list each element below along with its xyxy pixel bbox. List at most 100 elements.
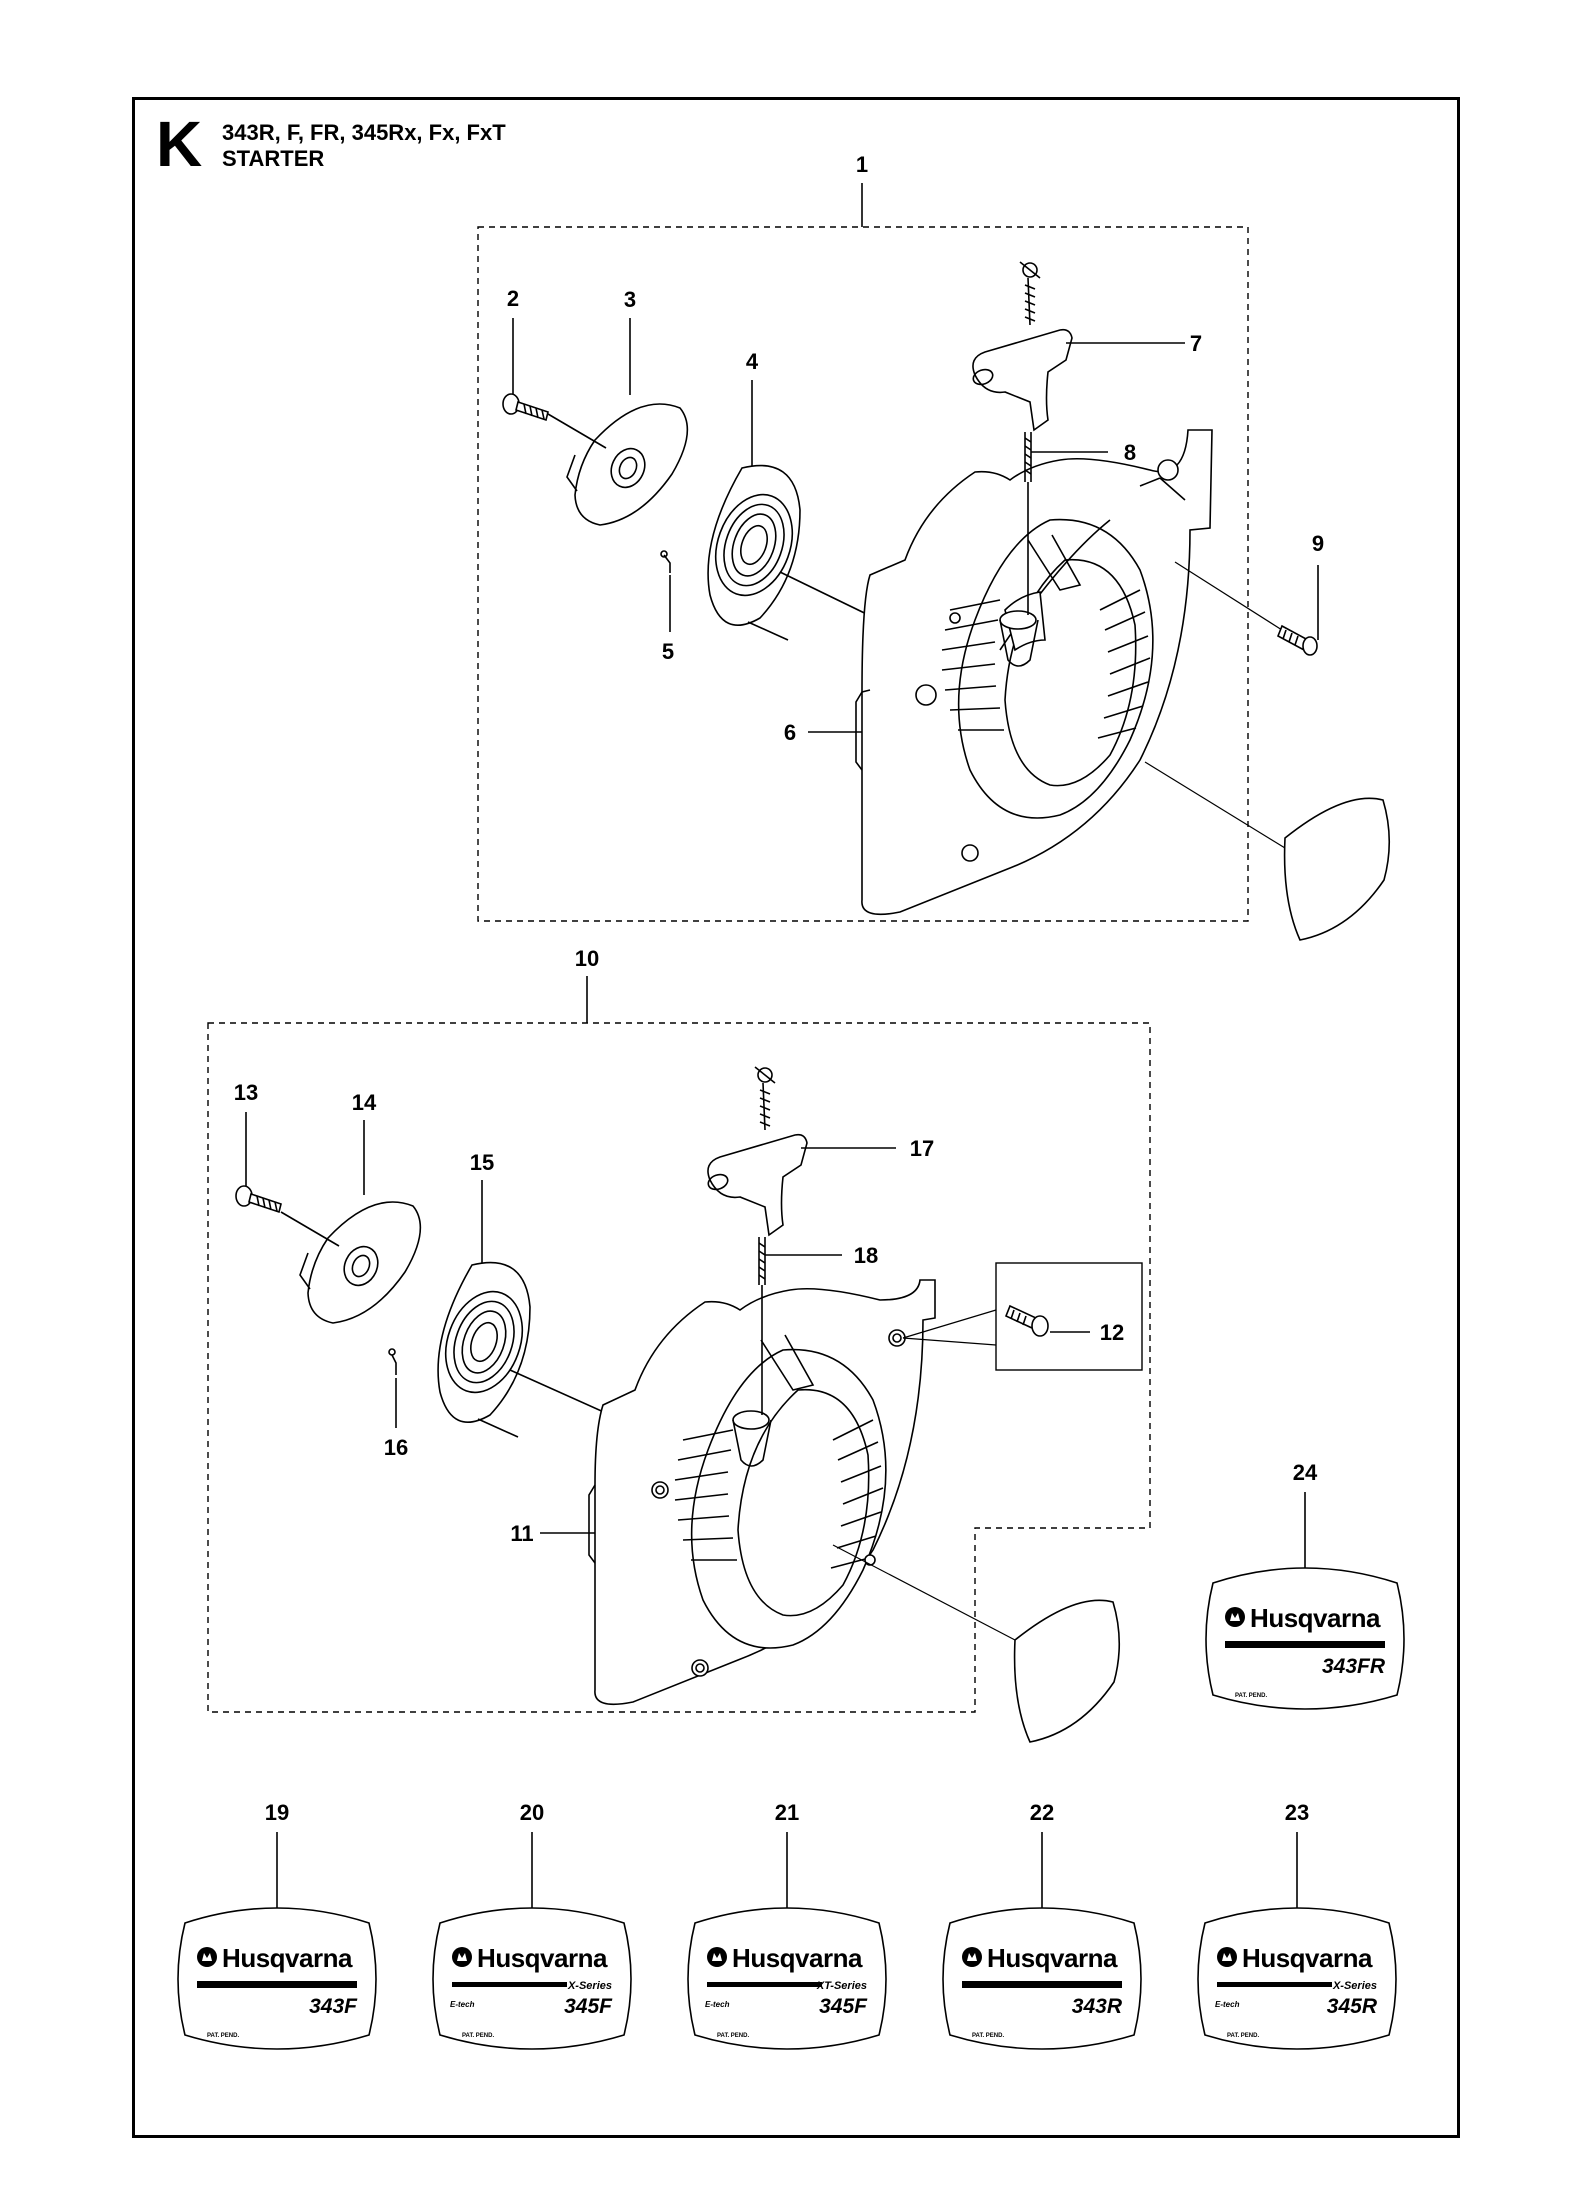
callout-18: 18 xyxy=(854,1243,878,1268)
group-10-boundary xyxy=(207,1022,1151,1713)
decal-brand: Husqvarna xyxy=(477,1943,608,1973)
decal-brand: Husqvarna xyxy=(1242,1943,1373,1973)
callout-11: 11 xyxy=(510,1521,533,1546)
screw-part-13 xyxy=(235,1112,282,1214)
decal-model: 343FR xyxy=(1322,1655,1386,1678)
callout-22: 22 xyxy=(1030,1800,1054,1825)
decal-brand: Husqvarna xyxy=(222,1943,353,1973)
decal-stripe xyxy=(452,1982,567,1987)
decal-stripe xyxy=(707,1982,822,1987)
pin-part-16 xyxy=(388,1348,397,1428)
decal-stripe xyxy=(1217,1982,1332,1987)
decal-model: 345R xyxy=(1327,1995,1378,2018)
decal-stripe xyxy=(1225,1641,1385,1648)
starter-housing-part-6 xyxy=(855,429,1213,916)
decal-brand: Husqvarna xyxy=(1250,1603,1381,1633)
decal-blank-lower xyxy=(1013,1599,1121,1743)
assembly-group-1: 1 2 3 xyxy=(477,152,1391,941)
crown-glyph xyxy=(967,1953,977,1961)
callout-7: 7 xyxy=(1190,331,1202,356)
spring-part-15 xyxy=(437,1180,656,1438)
husqvarna-crown-icon xyxy=(1225,1607,1245,1627)
decal-series: XT-Series xyxy=(816,1980,867,1992)
decal-patent: PAT. PEND. xyxy=(462,2033,494,2039)
pulley-part-14 xyxy=(280,1120,422,1324)
decal-model: 343R xyxy=(1072,1995,1123,2018)
crown-glyph xyxy=(1230,1613,1240,1621)
decal-brand: Husqvarna xyxy=(732,1943,863,1973)
decal-outline xyxy=(1205,1567,1405,1710)
decal-etech: E-tech xyxy=(450,2000,475,2009)
decal-outline xyxy=(942,1907,1142,2050)
rope-part-18 xyxy=(758,1237,842,1415)
husqvarna-crown-icon xyxy=(1217,1947,1237,1967)
decal-etech: E-tech xyxy=(1215,2000,1240,2009)
decal-series: X-Series xyxy=(1332,1980,1377,1992)
husqvarna-crown-icon xyxy=(962,1947,982,1967)
callout-1: 1 xyxy=(856,152,868,177)
section-letter: K xyxy=(156,108,203,180)
callout-2: 2 xyxy=(507,286,519,311)
decal-patent: PAT. PEND. xyxy=(1235,1693,1267,1699)
page-frame xyxy=(132,97,1460,2138)
decal-outline xyxy=(687,1907,887,2050)
decal-outline xyxy=(1197,1907,1397,2050)
pulley-part-3 xyxy=(547,318,689,526)
crown-glyph xyxy=(1222,1953,1232,1961)
crown-glyph xyxy=(457,1953,467,1961)
decal-stripe xyxy=(962,1981,1122,1988)
callout-17: 17 xyxy=(910,1136,934,1161)
pin-part-5 xyxy=(660,550,671,632)
callout-23: 23 xyxy=(1285,1800,1309,1825)
spring-part-4 xyxy=(707,380,921,641)
callout-24: 24 xyxy=(1293,1460,1318,1485)
decal-patent: PAT. PEND. xyxy=(972,2033,1004,2039)
crown-glyph xyxy=(202,1953,212,1961)
decal-outline xyxy=(432,1907,632,2050)
callout-21: 21 xyxy=(775,1800,799,1825)
assembly-group-10: 10 13 14 xyxy=(207,946,1151,1743)
decal-stripe xyxy=(197,1981,357,1988)
crown-glyph xyxy=(712,1953,722,1961)
callout-12: 12 xyxy=(1100,1320,1124,1345)
husqvarna-crown-icon xyxy=(707,1947,727,1967)
callout-5: 5 xyxy=(662,639,674,664)
decal-patent: PAT. PEND. xyxy=(207,2033,239,2039)
model-list: 343R, F, FR, 345Rx, Fx, FxT xyxy=(222,120,506,145)
decal-model: 345F xyxy=(564,1995,613,2018)
decal-patent: PAT. PEND. xyxy=(717,2033,749,2039)
husqvarna-crown-icon xyxy=(452,1947,472,1967)
callout-9: 9 xyxy=(1312,531,1324,556)
handle-part-17 xyxy=(707,1066,896,1237)
starter-housing-part-11 xyxy=(588,1279,936,1706)
decal-brand: Husqvarna xyxy=(987,1943,1118,1973)
callout-15: 15 xyxy=(470,1150,494,1175)
callout-14: 14 xyxy=(352,1090,377,1115)
callout-19: 19 xyxy=(265,1800,289,1825)
decal-model: 345F xyxy=(819,1995,868,2018)
screw-part-9 xyxy=(1174,561,1319,656)
husqvarna-crown-icon xyxy=(197,1947,217,1967)
callout-13: 13 xyxy=(234,1080,258,1105)
handle-part-7 xyxy=(972,261,1185,432)
callout-4: 4 xyxy=(746,349,759,374)
rope-part-8 xyxy=(1024,432,1108,615)
decal-blank-upper xyxy=(1283,797,1391,941)
decal-model: 343F xyxy=(309,1995,358,2018)
callout-16: 16 xyxy=(384,1435,408,1460)
callout-8: 8 xyxy=(1124,440,1136,465)
group-1-boundary xyxy=(477,226,1249,922)
callout-3: 3 xyxy=(624,287,636,312)
screw-part-12 xyxy=(902,1262,1143,1371)
callout-10: 10 xyxy=(575,946,599,971)
decal-etech: E-tech xyxy=(705,2000,730,2009)
callout-20: 20 xyxy=(520,1800,544,1825)
